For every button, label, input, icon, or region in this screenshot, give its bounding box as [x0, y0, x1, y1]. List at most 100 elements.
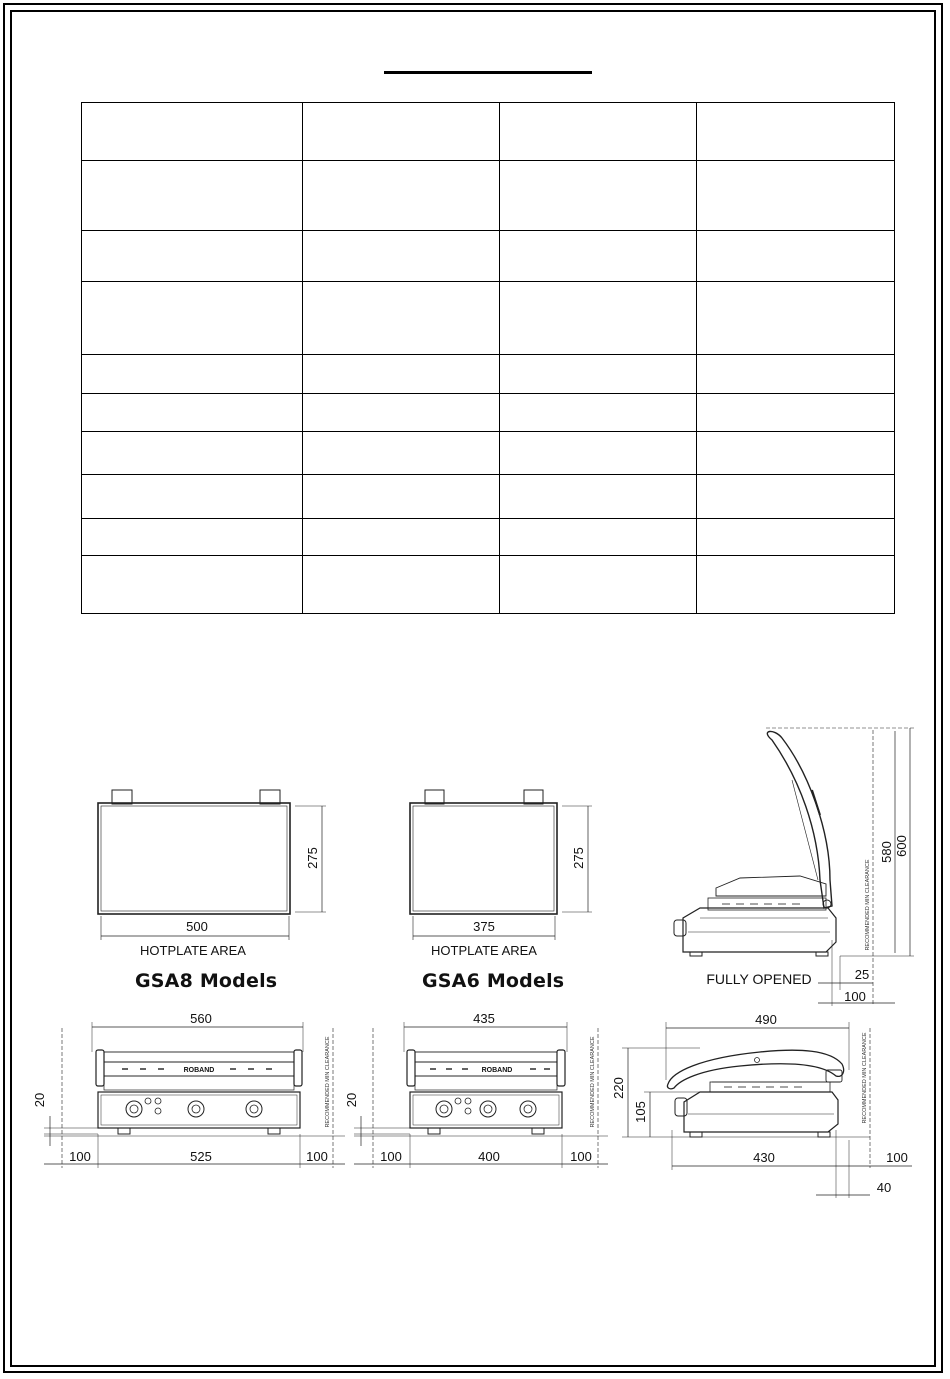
- side-handle: [406, 1049, 416, 1087]
- clearance-note: RECOMMENDED MIN CLEARANCE: [325, 1036, 331, 1127]
- table-row: [81, 518, 895, 556]
- table-cell: [499, 160, 697, 231]
- brand-logo: ROBAND: [184, 1067, 215, 1074]
- table-row: [81, 160, 895, 231]
- table-cell: [302, 555, 500, 614]
- table-row: [81, 354, 895, 394]
- control-knob: [187, 1100, 205, 1118]
- side-handle: [556, 1049, 566, 1087]
- foot: [689, 1131, 703, 1138]
- table-cell: [696, 230, 895, 282]
- side-handle: [95, 1049, 105, 1087]
- spec-table: [81, 102, 895, 614]
- table-cell: [696, 555, 895, 614]
- hotplate-gap: [103, 1075, 295, 1091]
- table-cell: [696, 354, 895, 394]
- table-cell: [696, 160, 895, 231]
- gsa8-model-label: GSA8 Models: [135, 970, 278, 992]
- indicator-light: [144, 1097, 152, 1105]
- grill-body-inner: [100, 1094, 298, 1126]
- rear-tab: [259, 789, 281, 805]
- closed-rear-offset-dim: 40: [877, 1180, 891, 1195]
- table-cell: [302, 230, 500, 282]
- table-row: [81, 555, 895, 614]
- grill-base: [683, 1091, 839, 1133]
- table-cell: [696, 393, 895, 432]
- gsa6-body-width-dim: 400: [478, 1149, 500, 1164]
- knob-center: [129, 1104, 139, 1114]
- control-knob: [435, 1100, 453, 1118]
- table-cell: [696, 474, 895, 519]
- table-cell: [302, 160, 500, 231]
- table-cell: [696, 431, 895, 475]
- clearance-note: RECOMMENDED MIN CLEARANCE: [590, 1036, 596, 1127]
- indicator-light: [464, 1107, 472, 1115]
- table-cell: [499, 518, 697, 556]
- hotplate-inner: [100, 805, 288, 912]
- control-knob: [125, 1100, 143, 1118]
- brand-logo: ROBAND: [482, 1067, 513, 1074]
- table-cell: [81, 431, 303, 475]
- title-underline: [384, 71, 592, 74]
- table-cell: [302, 518, 500, 556]
- indicator-light: [154, 1107, 162, 1115]
- open-height-outer-dim: 600: [894, 835, 909, 857]
- knob-center: [191, 1104, 201, 1114]
- gsa6-leg-height-dim: 20: [344, 1093, 359, 1107]
- rear-tab: [111, 789, 133, 805]
- rear-hinge: [825, 1069, 843, 1083]
- table-cell: [81, 281, 303, 355]
- clearance-note: RECOMMENDED MIN CLEARANCE: [865, 859, 871, 950]
- closed-height-body-dim: 105: [633, 1101, 648, 1123]
- table-cell: [696, 518, 895, 556]
- foot: [267, 1127, 281, 1135]
- foot: [689, 951, 703, 957]
- control-knob: [673, 919, 687, 937]
- lid-arm: [666, 1049, 845, 1090]
- table-cell: [302, 354, 500, 394]
- table-row: [81, 230, 895, 282]
- hotplate-inner: [412, 805, 555, 912]
- indicator-light: [154, 1097, 162, 1105]
- foot: [817, 1131, 831, 1138]
- gsa6-width-dim: 375: [473, 919, 495, 934]
- gsa8-hotplate-caption: HOTPLATE AREA: [140, 943, 246, 958]
- open-rear-clearance-dim: 100: [844, 989, 866, 1004]
- hotplate-outline: [409, 802, 558, 915]
- table-cell: [81, 474, 303, 519]
- knob-center: [483, 1104, 493, 1114]
- grill-base: [682, 907, 837, 953]
- table-row: [81, 431, 895, 475]
- gsa8-leg-height-dim: 20: [32, 1093, 47, 1107]
- lid-handle-grip: [811, 789, 821, 816]
- lid-top: [103, 1051, 295, 1063]
- control-knob: [479, 1100, 497, 1118]
- table-cell: [499, 281, 697, 355]
- knob-center: [523, 1104, 533, 1114]
- gsa6-left-clearance-dim: 100: [380, 1149, 402, 1164]
- open-rear-gap-dim: 25: [855, 967, 869, 982]
- control-knob: [245, 1100, 263, 1118]
- rear-tab: [424, 789, 445, 805]
- gsa8-width-dim: 500: [186, 919, 208, 934]
- grill-body-inner: [412, 1094, 560, 1126]
- foot: [531, 1127, 545, 1135]
- gsa6-front-view: RECOMMENDED MIN CLEARANCE 435 ROBAND: [344, 1011, 608, 1168]
- clearance-note: RECOMMENDED MIN CLEARANCE: [862, 1032, 868, 1123]
- gsa6-depth-dim: 275: [571, 847, 586, 869]
- gsa6-model-label: GSA6 Models: [422, 970, 565, 992]
- lid-pivot: [754, 1057, 760, 1063]
- table-cell: [696, 281, 895, 355]
- gsa6-overall-width-dim: 435: [473, 1011, 495, 1026]
- gsa8-body-width-dim: 525: [190, 1149, 212, 1164]
- gsa8-overall-width-dim: 560: [190, 1011, 212, 1026]
- lower-plate: [707, 897, 827, 911]
- closed-overall-depth-dim: 490: [755, 1012, 777, 1027]
- gsa8-front-view: RECOMMENDED MIN CLEARANCE 560 ROBAND: [32, 1011, 345, 1168]
- lid-arm-inner: [791, 779, 819, 881]
- closed-height-overall-dim: 220: [611, 1077, 626, 1099]
- control-knob: [674, 1097, 688, 1117]
- page-border-outer: [3, 3, 943, 1373]
- gsa8-left-clearance-dim: 100: [69, 1149, 91, 1164]
- gsa8-right-clearance-dim: 100: [306, 1149, 328, 1164]
